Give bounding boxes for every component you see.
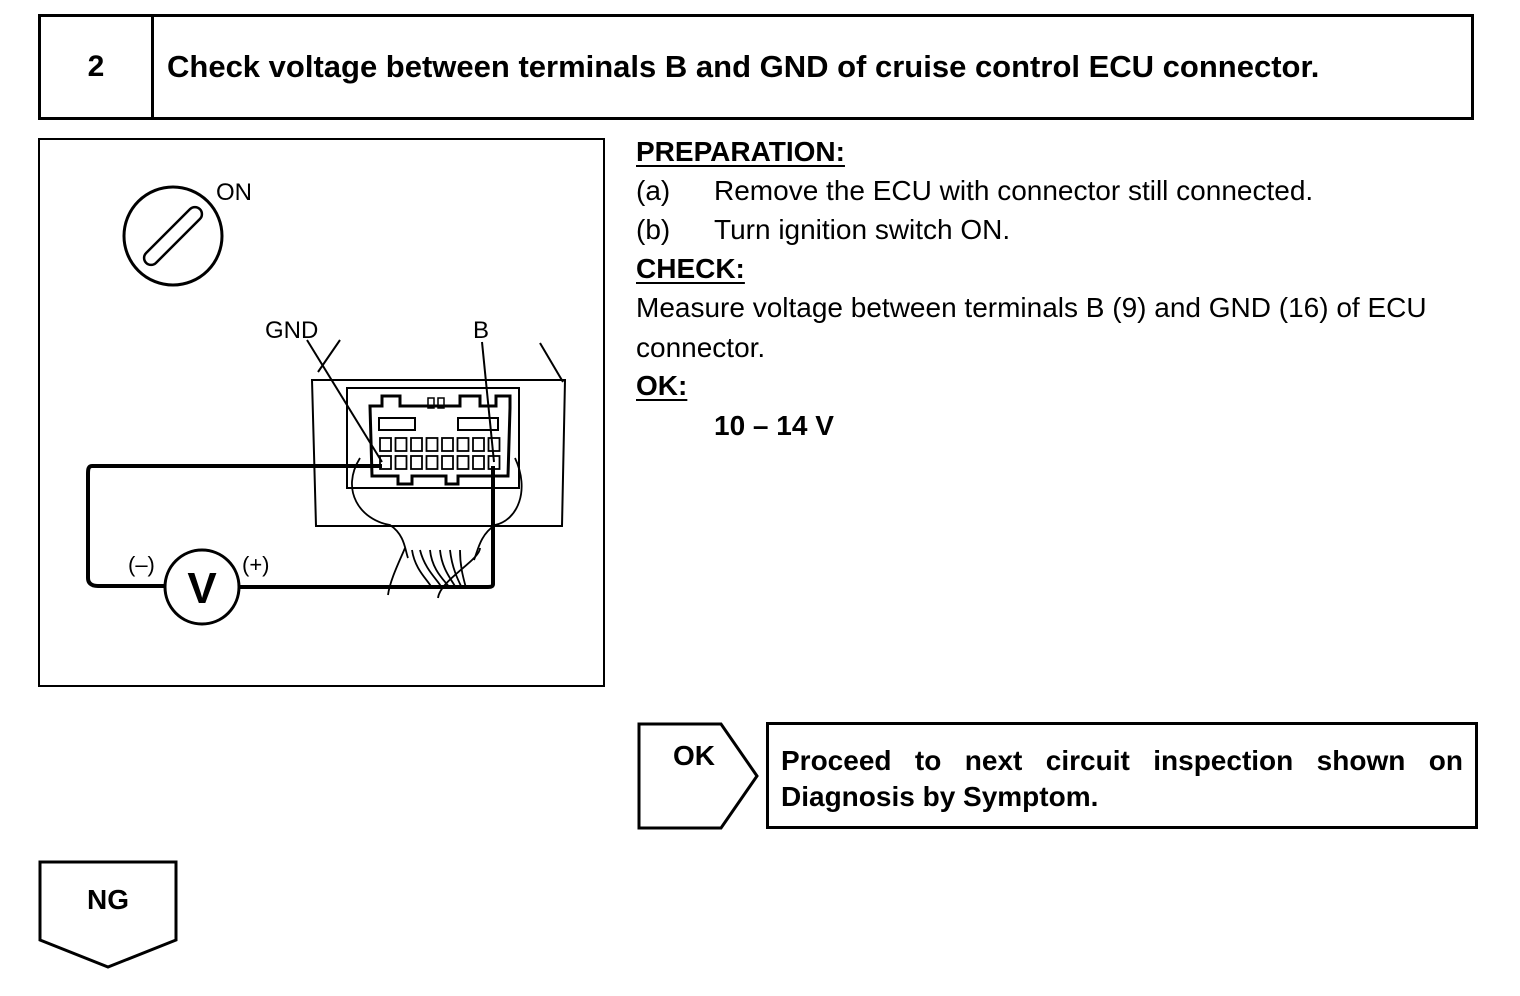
connector-pin (394, 437, 408, 452)
result-word: circuit (1045, 745, 1130, 776)
gnd-leader-line (306, 339, 383, 463)
ok-result-box: Proceed to next circuit inspection shown… (766, 722, 1478, 829)
result-word: inspection (1153, 745, 1294, 776)
step-a-text: Remove the ECU with connector still conn… (714, 175, 1314, 206)
ignition-on-label: ON (216, 179, 252, 206)
connector-pin (379, 455, 392, 470)
step-number: 2 (41, 17, 154, 117)
connector-diagram: ON (86, 179, 567, 626)
step-title: Check voltage between terminals B and GN… (167, 49, 1320, 84)
step-b-text: Turn ignition switch ON. (714, 214, 1011, 245)
check-text-line1: Measure voltage between terminals B (9) … (636, 292, 1427, 323)
b-leader-line (481, 341, 495, 463)
negative-lead-label: (–) (128, 552, 155, 577)
gnd-terminal-label: GND (265, 317, 318, 344)
connector-pin (456, 455, 470, 470)
positive-test-lead (239, 466, 495, 589)
ecu-connector (368, 394, 512, 486)
wiring-illustration: ON (38, 138, 605, 687)
ok-result-line1: Proceed to next circuit inspection shown… (781, 743, 1463, 779)
ng-arrow-shape (38, 860, 178, 969)
step-b-label: (b) (636, 214, 671, 245)
preparation-heading: PREPARATION: (636, 136, 845, 167)
connector-pin (410, 455, 423, 470)
check-text-line2: connector. (636, 332, 766, 363)
step-header: 2 Check voltage between terminals B and … (38, 14, 1474, 120)
positive-lead-label: (+) (242, 552, 270, 577)
result-word: Proceed (781, 745, 892, 776)
connector-pin (379, 437, 392, 452)
step-a-label: (a) (636, 175, 671, 206)
negative-test-lead (86, 464, 382, 588)
ok-arrow-shape (637, 722, 759, 830)
connector-pin (425, 437, 439, 452)
result-word: to (914, 745, 942, 776)
voltmeter-label: V (187, 564, 217, 613)
preparation-step-b: (b) Turn ignition switch ON. (636, 214, 1010, 246)
connector-pin (472, 455, 485, 470)
connector-pin (487, 437, 501, 452)
connector-pin (456, 437, 470, 452)
connector-pin (441, 455, 454, 470)
b-terminal-label: B (473, 317, 489, 344)
check-heading: CHECK: (636, 253, 745, 284)
ok-branch-label: OK (673, 740, 715, 771)
connector-pin (472, 437, 485, 452)
connector-pin (394, 455, 408, 470)
result-word: shown (1316, 745, 1406, 776)
ok-heading: OK: (636, 370, 688, 401)
ignition-switch-icon (122, 185, 224, 287)
ok-result-line2: Diagnosis by Symptom. (781, 781, 1099, 812)
ecu-body (310, 339, 567, 527)
connector-pin (425, 455, 439, 470)
wire-harness (351, 457, 523, 599)
connector-pin (410, 437, 423, 452)
connector-pin (441, 437, 454, 452)
result-word: next (964, 745, 1023, 776)
preparation-step-a: (a) Remove the ECU with connector still c… (636, 175, 1313, 207)
ng-branch-label: NG (87, 884, 129, 915)
ok-voltage-value: 10 – 14 V (714, 410, 834, 441)
result-word: on (1428, 745, 1463, 776)
voltmeter-icon (163, 548, 241, 626)
